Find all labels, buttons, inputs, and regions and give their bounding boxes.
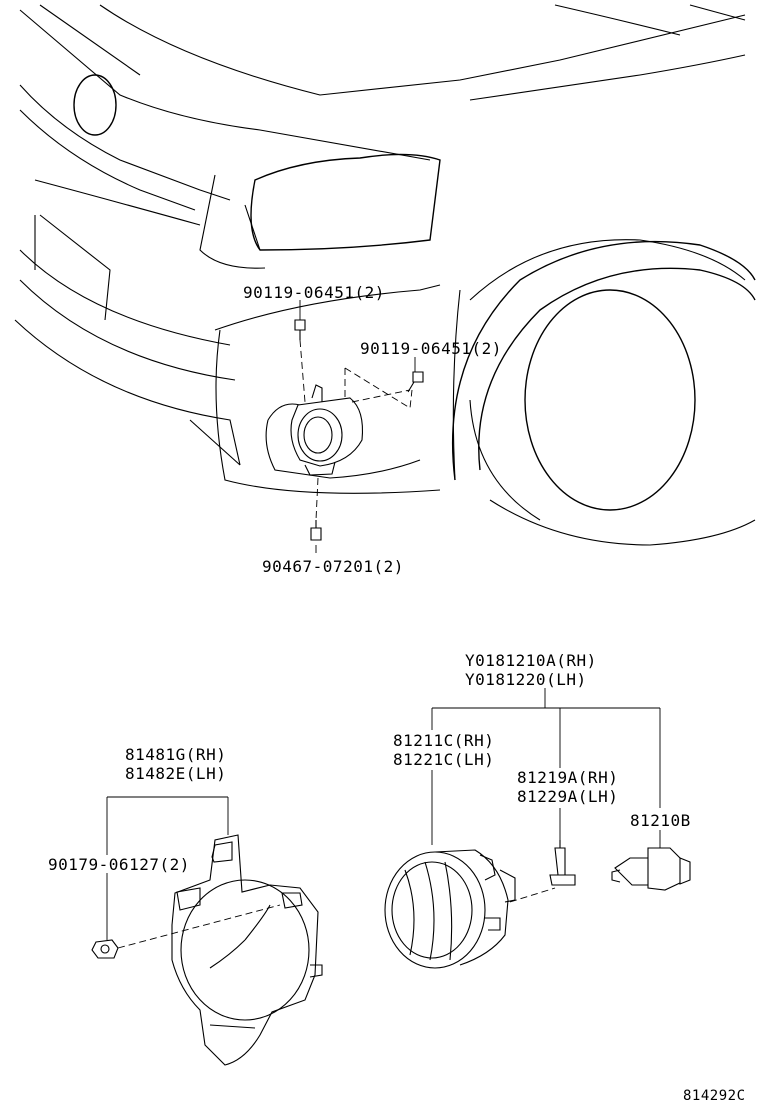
nut-icon — [91, 939, 119, 959]
label-assy-lh: Y0181220(LH) — [465, 670, 587, 689]
bulb-icon — [611, 847, 691, 891]
label-screw-lower: 90467-07201(2) — [262, 557, 404, 576]
label-lens-lh: 81221C(LH) — [393, 750, 494, 769]
vehicle-front-illustration — [14, 4, 756, 546]
label-cover-rh: 81481G(RH) — [125, 745, 226, 764]
fog-lamp-cover — [171, 834, 323, 1066]
label-socket-rh: 81219A(RH) — [517, 768, 618, 787]
figure-id: 814292C — [683, 1088, 746, 1104]
label-socket-lh: 81229A(LH) — [517, 787, 618, 806]
socket-icon — [549, 840, 576, 886]
label-assy-rh: Y0181210A(RH) — [465, 651, 597, 670]
label-bolt-upper-right: 90119-06451(2) — [360, 339, 502, 358]
label-cover-lh: 81482E(LH) — [125, 764, 226, 783]
bolt-icon — [407, 371, 424, 393]
fog-lamp-unit — [384, 849, 516, 969]
label-bulb: 81210B — [630, 811, 691, 830]
assy-bracket — [431, 688, 661, 848]
label-bolt-upper-left: 90119-06451(2) — [243, 283, 385, 302]
label-lens-rh: 81211C(RH) — [393, 731, 494, 750]
label-nut: 90179-06127(2) — [48, 855, 190, 874]
bolt-icon — [294, 319, 306, 340]
cover-bracket — [106, 796, 229, 940]
screw-icon — [310, 520, 322, 541]
